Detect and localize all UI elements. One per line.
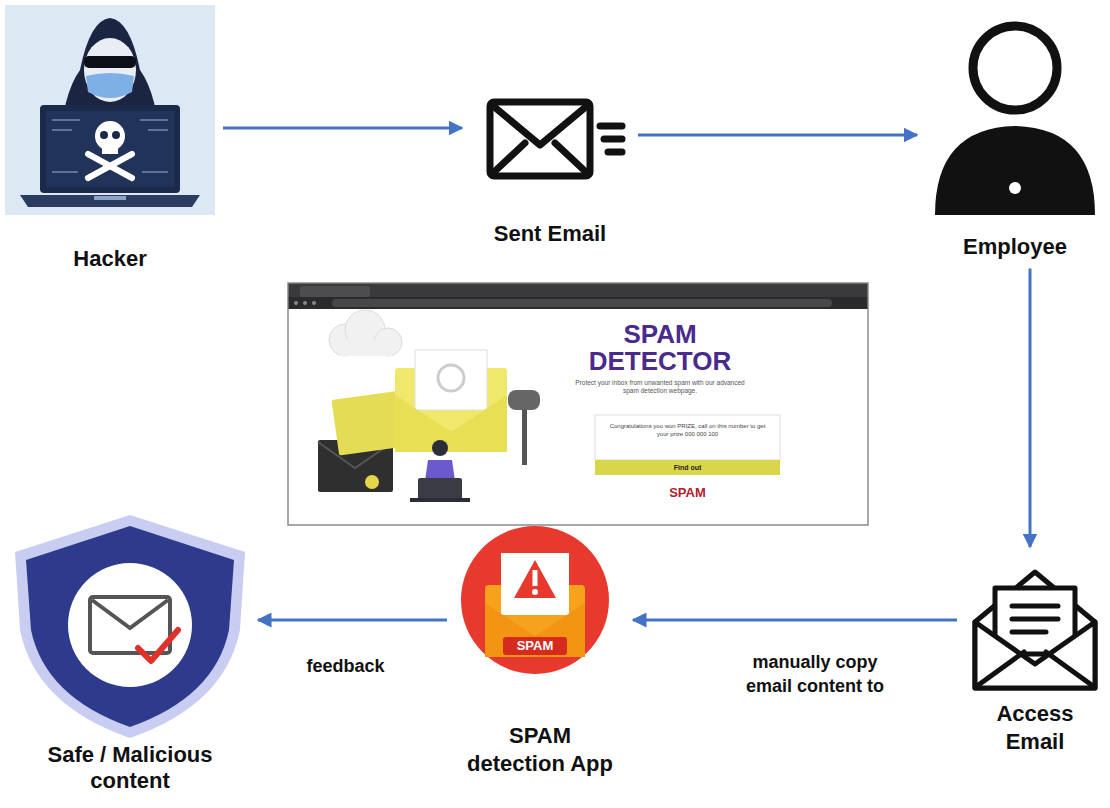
shield-icon: [15, 515, 245, 738]
screenshot: [288, 283, 868, 525]
flow-arrow: [223, 127, 462, 130]
node-label: SPAM detection App: [461, 722, 619, 777]
email-icon: [490, 102, 622, 176]
node-label: Hacker: [10, 245, 210, 273]
edge-label: manually copy email content to: [735, 650, 895, 699]
node-label: Access Email: [970, 700, 1100, 755]
result-label: SPAM: [620, 485, 755, 501]
icon-node: SPAM SPAM detection App: [455, 520, 625, 777]
sample-message: Congratulations you won PRIZE, call on t…: [605, 423, 770, 439]
app-tagline: Protect your inbox from unwanted spam wi…: [570, 379, 750, 396]
icon-node: Access Email: [965, 555, 1105, 755]
flow-arrow: [638, 134, 917, 137]
icon-node: Employee: [925, 5, 1105, 261]
app-heading: SPAM DETECTOR: [560, 321, 760, 376]
flow-arrow: [633, 619, 957, 622]
flow-arrow: [258, 619, 447, 622]
icon-space: [455, 520, 625, 722]
icon-node: Hacker: [5, 5, 215, 273]
node-label: Safe / Malicious content: [20, 742, 240, 795]
icon-space: [965, 555, 1105, 700]
icon-node: Sent Email: [470, 85, 630, 248]
node-label: Employee: [930, 233, 1100, 261]
open-email-icon: [975, 572, 1095, 688]
employee-icon: [935, 26, 1095, 215]
icon-space: [5, 5, 215, 245]
icon-text: SPAM: [505, 638, 565, 654]
icon-space: [925, 5, 1105, 233]
spam-app-icon: [461, 526, 609, 674]
button-label: Find out: [595, 460, 780, 475]
node-label: Sent Email: [475, 220, 625, 248]
icon-space: [10, 510, 250, 742]
edge-label: feedback: [291, 654, 401, 678]
flow-arrow: [1029, 269, 1032, 548]
hacker-icon: [5, 5, 215, 215]
icon-node: Safe / Malicious content: [10, 510, 250, 795]
icon-space: [470, 85, 630, 220]
screenshot-panel: SPAM DETECTOR Protect your inbox from unw…: [288, 283, 868, 525]
